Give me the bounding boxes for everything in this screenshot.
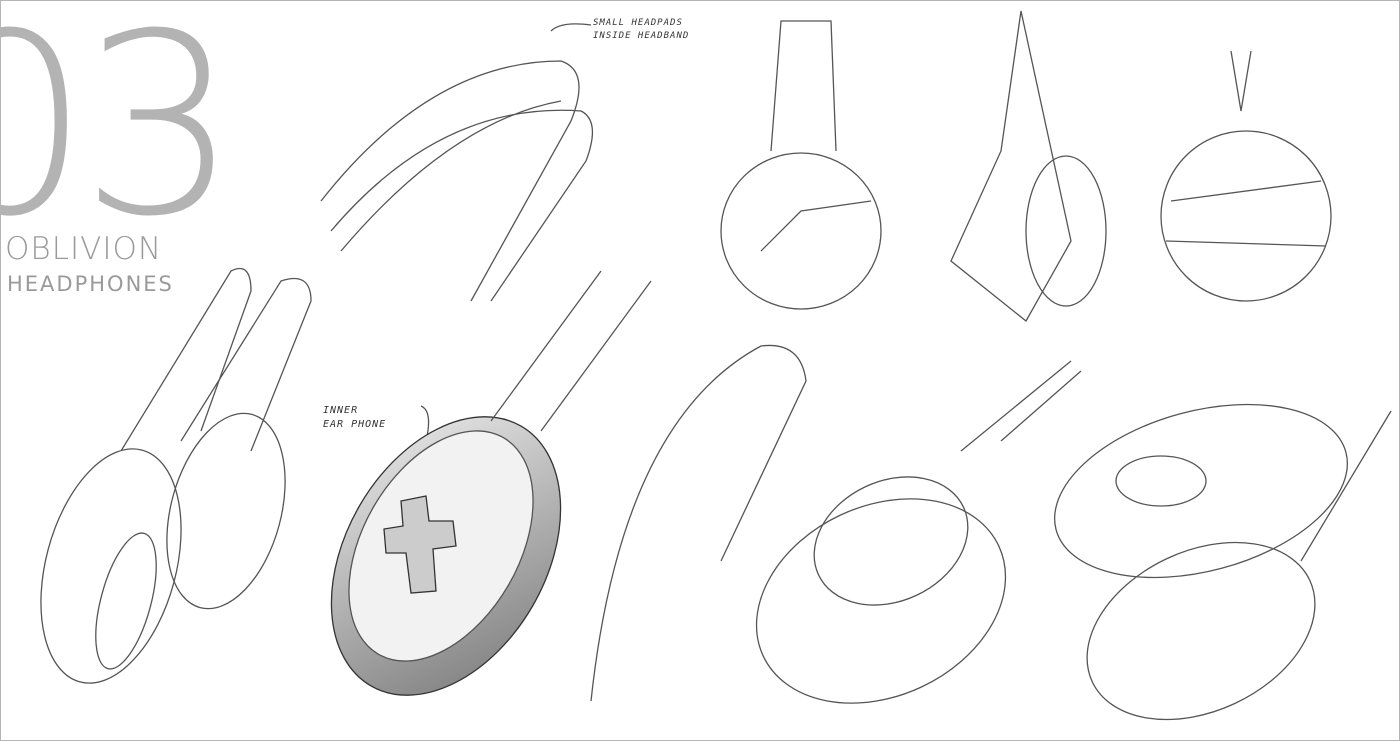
product-subtitle: HEADPHONES <box>7 272 174 296</box>
headpads-note-line1: SMALL HEADPADS <box>593 18 683 28</box>
inner-earphone-note-line2: EAR PHONE <box>323 419 387 430</box>
earcup-perspective-sketches <box>755 360 1392 721</box>
headband-sketch <box>320 60 593 302</box>
inner-earphone-note: INNER EAR PHONE <box>323 404 386 432</box>
side-view-headphone-sketch <box>40 267 312 684</box>
sheet-number: 03 <box>1 0 239 271</box>
inner-earphone-note-line1: INNER <box>323 405 359 416</box>
product-title: OBLIVION <box>5 231 163 267</box>
headpads-note: SMALL HEADPADS INSIDE HEADBAND <box>593 17 689 43</box>
headpads-note-line2: INSIDE HEADBAND <box>593 31 690 41</box>
inner-earphone-render <box>330 270 652 696</box>
band-arc-sketch <box>590 344 807 702</box>
front-view-sketches <box>720 10 1332 322</box>
